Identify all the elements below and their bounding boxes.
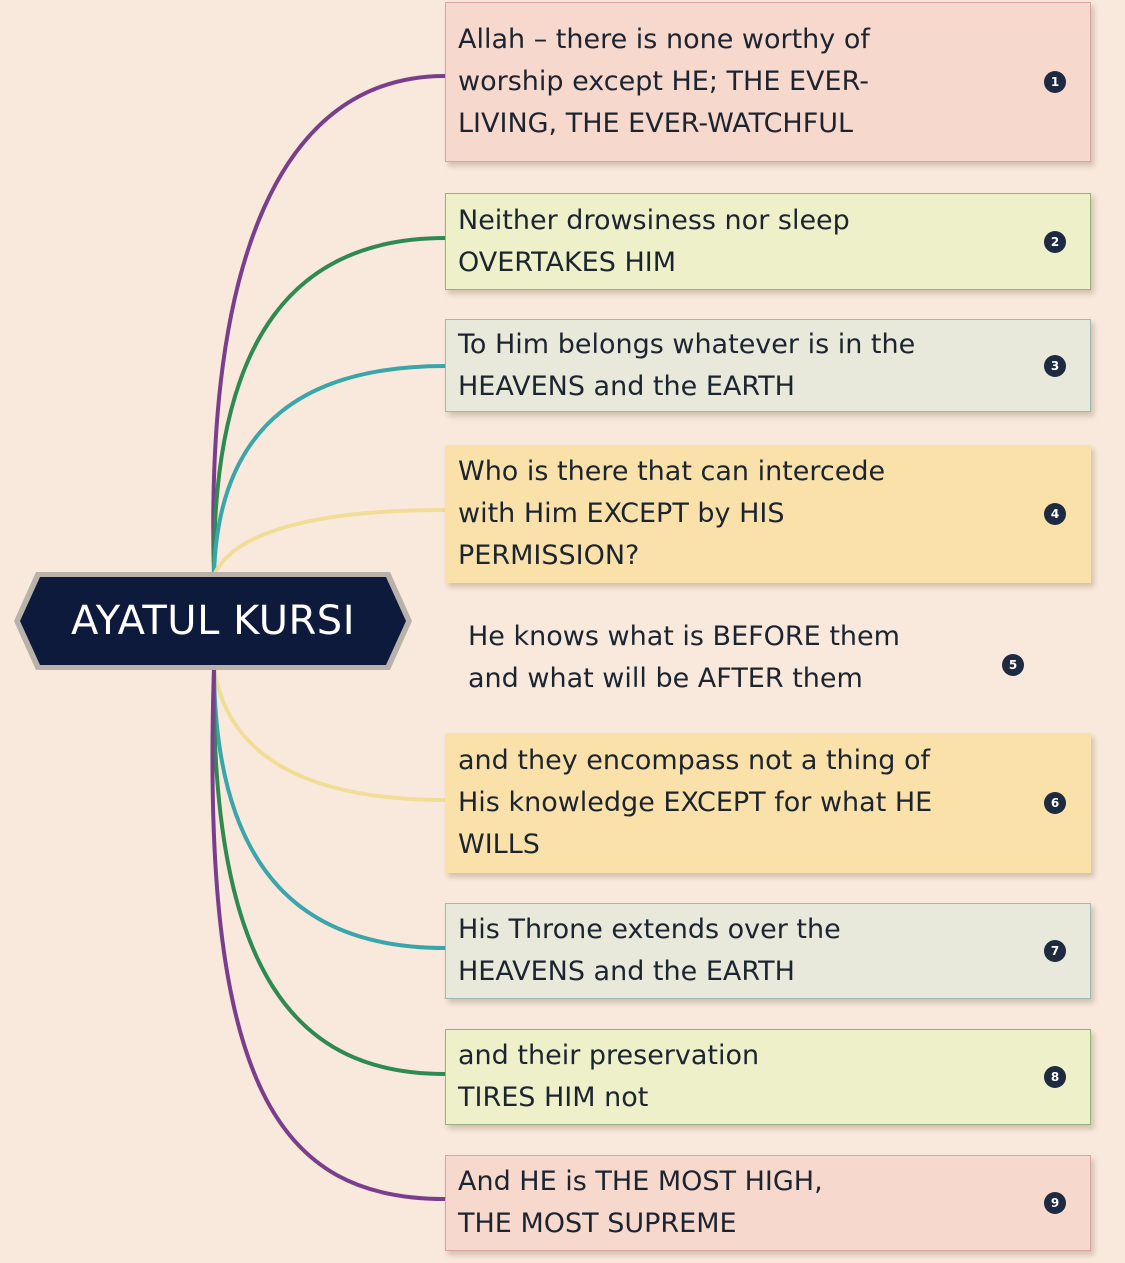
branch-line: TIRES HIM not <box>458 1082 649 1113</box>
branch-line: HEAVENS and the EARTH <box>458 956 795 987</box>
branch-box-1: Allah – there is none worthy of worship … <box>445 2 1091 162</box>
branch-text-2: Neither drowsiness nor sleep OVERTAKES H… <box>458 200 850 284</box>
branch-box-9: And HE is THE MOST HIGH, THE MOST SUPREM… <box>445 1155 1091 1251</box>
branch-box-2: Neither drowsiness nor sleep OVERTAKES H… <box>445 193 1091 290</box>
branch-line: and what will be AFTER them <box>468 663 863 694</box>
number-badge-4: 4 <box>1044 503 1066 525</box>
connector-9 <box>210 666 447 1201</box>
branch-text-8: and their preservation TIRES HIM not <box>458 1035 759 1119</box>
branch-line: And HE is THE MOST HIGH, <box>458 1166 823 1197</box>
branch-line: He knows what is BEFORE them <box>468 621 900 652</box>
branch-line: PERMISSION? <box>458 540 640 571</box>
branch-text-4: Who is there that can intercede with Him… <box>458 451 885 577</box>
connector-1 <box>211 74 447 577</box>
central-topic-shape <box>14 572 412 670</box>
branch-line: worship except HE; THE EVER- <box>458 66 869 97</box>
branch-text-1: Allah – there is none worthy of worship … <box>458 19 870 145</box>
branch-line: with Him EXCEPT by HIS <box>458 498 785 529</box>
branch-line: and their preservation <box>458 1040 760 1071</box>
branch-box-5: He knows what is BEFORE them and what wi… <box>445 610 1091 706</box>
branch-line: LIVING, THE EVER-WATCHFUL <box>458 108 854 139</box>
branch-text-6: and they encompass not a thing of His kn… <box>458 740 932 866</box>
number-badge-8: 8 <box>1044 1066 1066 1088</box>
branch-text-3: To Him belongs whatever is in the HEAVEN… <box>458 324 915 408</box>
branch-line: HEAVENS and the EARTH <box>458 370 795 402</box>
branch-line: Who is there that can intercede <box>458 456 886 487</box>
branch-box-6: and they encompass not a thing of His kn… <box>445 733 1091 873</box>
branch-line: His Throne extends over the <box>458 914 841 945</box>
connector-8 <box>211 666 447 1076</box>
central-topic: AYATUL KURSI <box>14 572 412 670</box>
connector-6 <box>212 666 447 802</box>
branch-box-4: Who is there that can intercede with Him… <box>445 445 1091 583</box>
branch-box-3: To Him belongs whatever is in the HEAVEN… <box>445 319 1091 412</box>
branch-line: To Him belongs whatever is in the <box>458 328 916 360</box>
branch-text-9: And HE is THE MOST HIGH, THE MOST SUPREM… <box>458 1161 823 1245</box>
branch-text-7: His Throne extends over the HEAVENS and … <box>458 909 841 993</box>
connector-2 <box>211 236 447 577</box>
branch-line: Neither drowsiness nor sleep <box>458 204 850 236</box>
branch-line: His knowledge EXCEPT for what HE <box>458 787 933 818</box>
number-badge-9: 9 <box>1044 1192 1066 1214</box>
branch-box-8: and their preservation TIRES HIM not 8 <box>445 1029 1091 1125</box>
branch-line: THE MOST SUPREME <box>458 1208 737 1239</box>
number-badge-1: 1 <box>1044 71 1066 93</box>
number-badge-2: 2 <box>1044 230 1066 253</box>
branch-line: WILLS <box>458 829 540 860</box>
number-badge-3: 3 <box>1044 354 1066 377</box>
connector-4 <box>212 508 447 577</box>
connector-3 <box>212 364 447 577</box>
branch-line: OVERTAKES HIM <box>458 246 677 278</box>
central-topic-label: AYATUL KURSI <box>71 598 355 644</box>
branch-box-7: His Throne extends over the HEAVENS and … <box>445 903 1091 999</box>
number-badge-7: 7 <box>1044 940 1066 962</box>
number-badge-5: 5 <box>1002 654 1024 676</box>
connector-7 <box>212 666 447 950</box>
number-badge-6: 6 <box>1044 792 1066 814</box>
branch-line: and they encompass not a thing of <box>458 745 931 776</box>
branch-text-5: He knows what is BEFORE them and what wi… <box>468 616 900 700</box>
branch-line: Allah – there is none worthy of <box>458 24 870 55</box>
